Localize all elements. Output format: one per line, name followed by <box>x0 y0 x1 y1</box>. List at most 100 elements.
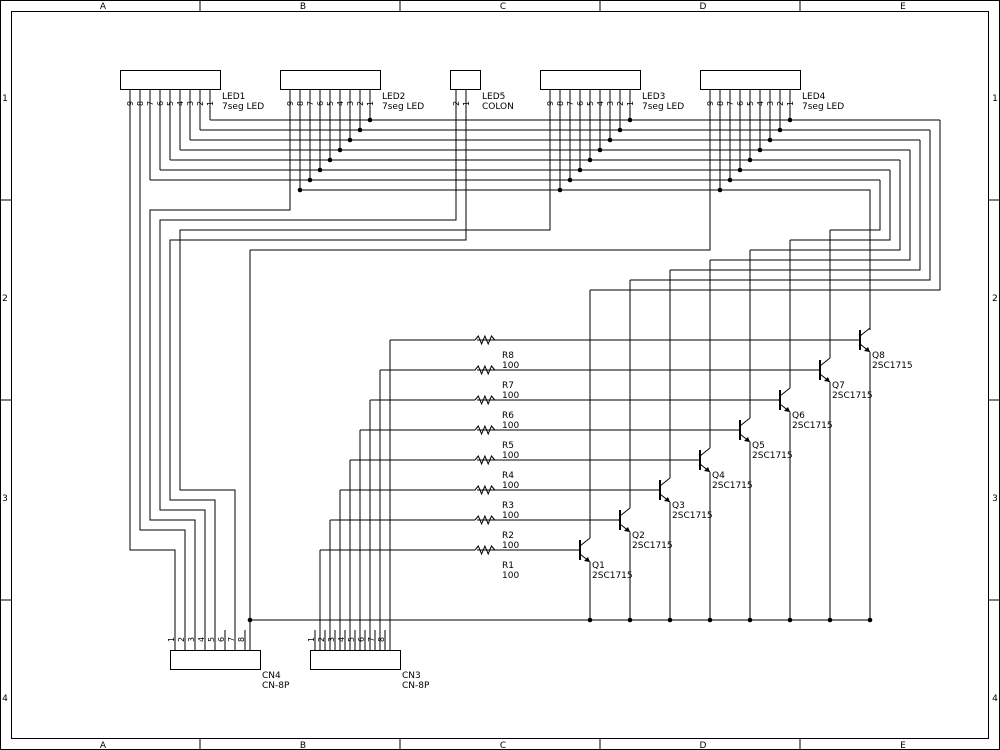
led-pin-number: 6 <box>156 101 165 106</box>
transistor-q4 <box>699 447 711 473</box>
led-pin-number: 3 <box>766 101 775 106</box>
junction-dot <box>777 127 783 133</box>
resistor-body <box>474 544 496 556</box>
wire <box>159 110 457 650</box>
led-desc: 7seg LED <box>382 102 424 112</box>
junction-dot <box>247 617 253 623</box>
transistor-part: 2SC1715 <box>872 361 913 371</box>
resistor-value: 100 <box>502 481 519 491</box>
junction-dot <box>347 137 353 143</box>
emitter-arrow <box>624 527 630 532</box>
led-pin-number: 7 <box>306 101 315 106</box>
emitter-arrow <box>864 347 870 352</box>
junction-dot <box>607 137 613 143</box>
wires <box>129 110 941 650</box>
resistor-body <box>474 394 496 406</box>
resistor-body <box>474 364 496 376</box>
transistor-collector <box>579 537 591 547</box>
connector-pin-number: 8 <box>377 637 386 642</box>
led-2-body <box>280 70 381 90</box>
emitter-arrow <box>744 437 750 442</box>
connector-pin-number: 8 <box>237 637 246 642</box>
transistor-q3 <box>659 477 671 503</box>
led-pin-number: 5 <box>746 101 755 106</box>
junction-dot <box>597 147 603 153</box>
led-pin-number: 3 <box>606 101 615 106</box>
connector-pin-number: 5 <box>347 637 356 642</box>
resistor-ref: R2 <box>502 531 514 541</box>
led-pin-number: 8 <box>136 101 145 106</box>
led-3-body <box>450 70 481 90</box>
led-ref: LED3 <box>642 92 665 102</box>
led-pin-number: 4 <box>176 101 185 106</box>
connector-cn4-body <box>170 650 261 670</box>
transistor-q6 <box>779 387 791 413</box>
resistor-ref: R7 <box>502 381 514 391</box>
transistor-part: 2SC1715 <box>792 421 833 431</box>
wire <box>139 110 186 650</box>
led-pin-number: 2 <box>356 101 365 106</box>
junction-dot <box>667 617 673 623</box>
junction-dot <box>707 617 713 623</box>
connector-pin-number: 6 <box>217 637 226 642</box>
led-pin-number: 7 <box>726 101 735 106</box>
transistor-collector <box>739 417 751 427</box>
row-label-left: 2 <box>2 294 8 304</box>
transistor-q7 <box>819 357 831 383</box>
wire <box>670 140 921 271</box>
led-pin-number: 2 <box>452 101 461 106</box>
transistor-collector <box>699 447 711 457</box>
connector-ref: CN3 <box>402 671 421 681</box>
junction-dot <box>587 157 593 163</box>
led-pin-number: 6 <box>736 101 745 106</box>
resistor-ref: R6 <box>502 411 514 421</box>
connector-ref: CN4 <box>262 671 281 681</box>
junction-dot <box>787 617 793 623</box>
junction-dot <box>357 127 363 133</box>
led-pin-number: 4 <box>756 101 765 106</box>
led-ref: LED1 <box>222 92 245 102</box>
transistor-collector <box>659 477 671 487</box>
led-desc: 7seg LED <box>642 102 684 112</box>
row-label-right: 3 <box>992 494 998 504</box>
connector-pin-number: 6 <box>357 637 366 642</box>
col-label-top: D <box>700 2 707 12</box>
connector-cn3-body <box>310 650 401 670</box>
wire <box>630 130 931 281</box>
led-pin-number: 3 <box>186 101 195 106</box>
resistor-ref: R5 <box>502 441 514 451</box>
transistor-collector <box>619 507 631 517</box>
led-desc: 7seg LED <box>802 102 844 112</box>
col-label-top: E <box>900 2 906 12</box>
led-5-body <box>700 70 801 90</box>
led-pin-number: 6 <box>316 101 325 106</box>
led-pin-number: 6 <box>576 101 585 106</box>
transistor-ref: Q4 <box>712 471 725 481</box>
junction-dot <box>727 177 733 183</box>
junction-dot <box>747 617 753 623</box>
wire <box>129 110 176 650</box>
led-pin-number: 8 <box>716 101 725 106</box>
junction-dot <box>737 167 743 173</box>
resistor-value: 100 <box>502 541 519 551</box>
junction-dot <box>297 187 303 193</box>
resistor-value: 100 <box>502 571 519 581</box>
junction-dot <box>617 127 623 133</box>
led-ref: LED4 <box>802 92 826 102</box>
junction-dot <box>787 117 793 123</box>
led-pin-number: 9 <box>286 101 295 106</box>
wire <box>750 160 901 251</box>
resistor-ref: R1 <box>502 561 514 571</box>
row-label-right: 1 <box>992 94 998 104</box>
connector-pin-number: 2 <box>177 637 186 642</box>
transistor-q5 <box>739 417 751 443</box>
junction-dot <box>827 617 833 623</box>
resistor-value: 100 <box>502 451 519 461</box>
junction-dot <box>757 147 763 153</box>
transistor-ref: Q7 <box>832 381 845 391</box>
junction-dot <box>307 177 313 183</box>
led-pin-number: 7 <box>566 101 575 106</box>
